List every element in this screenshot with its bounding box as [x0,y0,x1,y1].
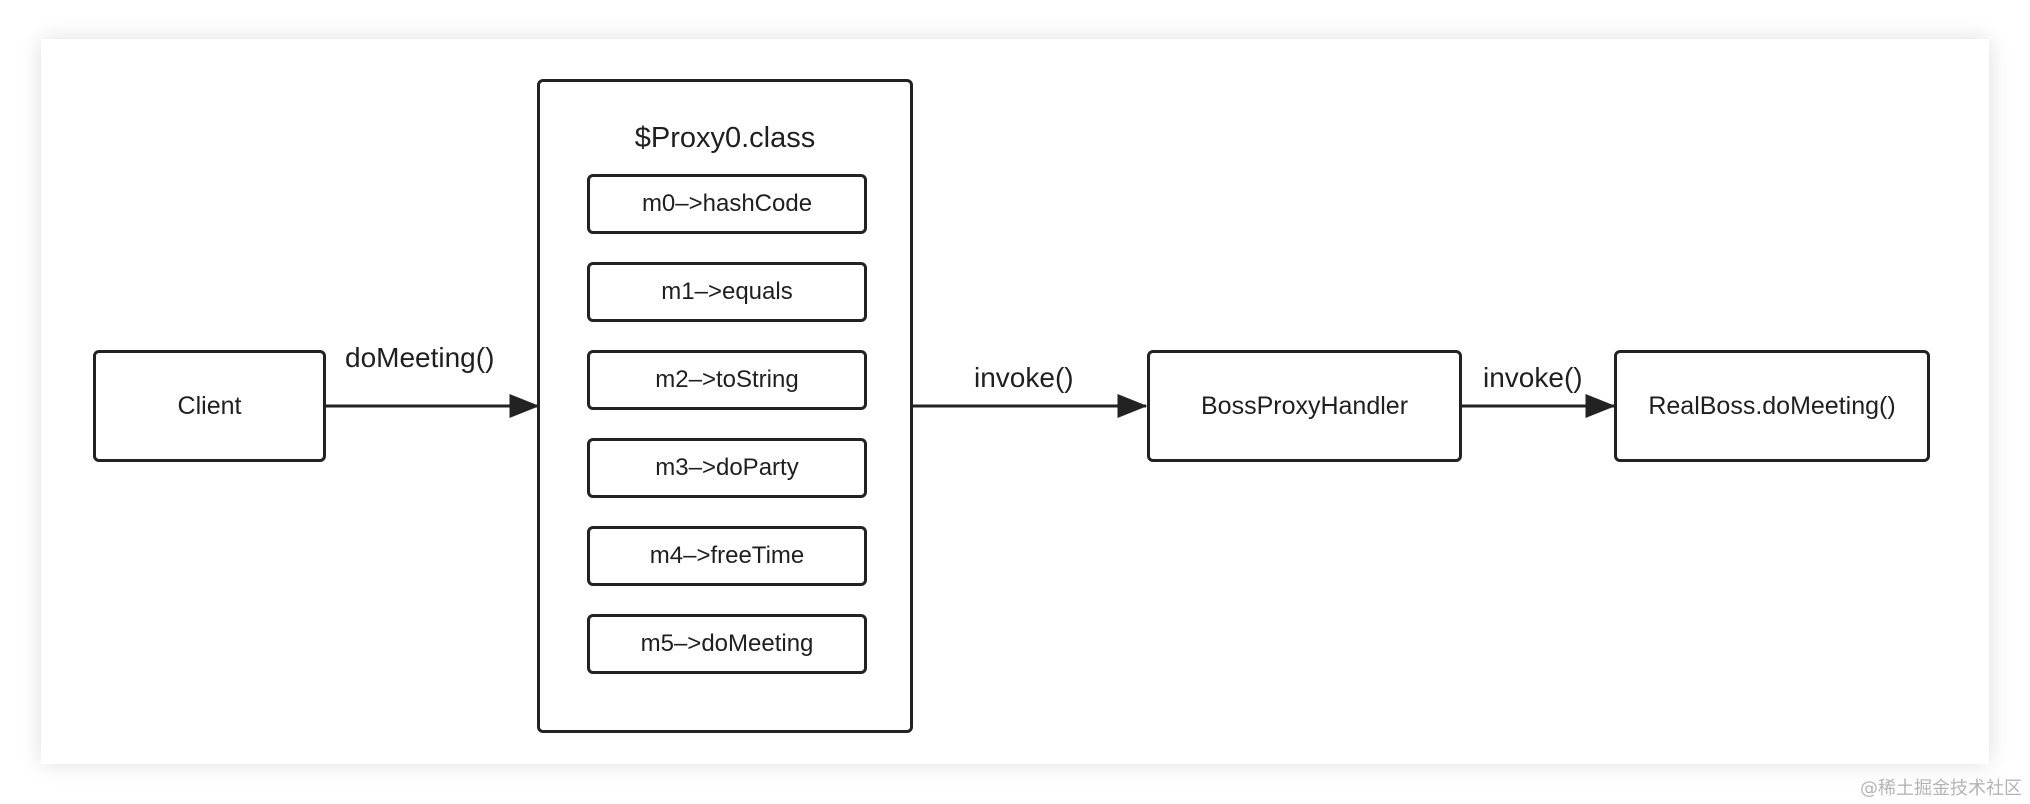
edge-label-invoke-2: invoke() [1483,362,1583,393]
method-label: m2–>toString [655,366,799,393]
method-box-m1: m1–>equals [587,262,867,322]
edge-label-invoke-1: invoke() [974,362,1074,393]
method-label: m1–>equals [661,278,793,305]
method-box-m4: m4–>freeTime [587,526,867,586]
real-boss-label: RealBoss.doMeeting() [1648,391,1896,420]
method-box-m3: m3–>doParty [587,438,867,498]
method-box-m2: m2–>toString [587,350,867,410]
method-label: m3–>doParty [655,454,799,481]
client-node: Client [93,350,326,462]
handler-node: BossProxyHandler [1147,350,1462,462]
method-label: m4–>freeTime [649,542,805,569]
edge-label-domeeting: doMeeting() [345,342,495,373]
watermark: @稀土掘金技术社区 [1860,778,2022,799]
method-box-m5: m5–>doMeeting [587,614,867,674]
proxy-class-title: $Proxy0.class [634,122,816,154]
method-label: m5–>doMeeting [640,630,814,657]
method-label: m0–>hashCode [641,190,813,217]
client-label: Client [177,391,242,420]
method-box-m0: m0–>hashCode [587,174,867,234]
real-boss-node: RealBoss.doMeeting() [1614,350,1930,462]
handler-label: BossProxyHandler [1200,391,1409,420]
